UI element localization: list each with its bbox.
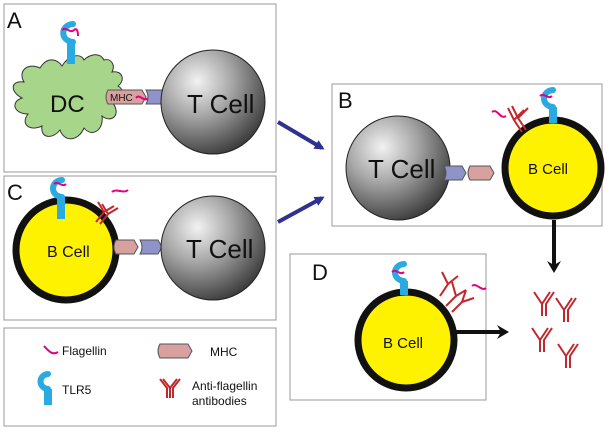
- tcr-molecule: [443, 165, 467, 181]
- tcr-molecule: [139, 239, 163, 255]
- flagellin-icon: [391, 269, 405, 275]
- legend-frame: [3, 327, 277, 427]
- antibody-icon: [95, 201, 119, 225]
- b-cell-label: B Cell: [528, 161, 568, 178]
- legend-flagellin: Flagellin: [62, 344, 107, 358]
- dendritic-cell: [12, 54, 124, 140]
- antibody-icon: [159, 378, 181, 398]
- dc-label: DC: [50, 91, 85, 118]
- flagellin-icon: [539, 93, 553, 99]
- mhc-icon: [157, 343, 193, 359]
- b-cell-label: B Cell: [383, 335, 423, 352]
- arrow-c-to-b: [277, 196, 325, 224]
- antibody-icon: [445, 281, 475, 313]
- legend-antibodies-line2: antibodies: [192, 394, 247, 408]
- t-cell-label: T Cell: [186, 234, 253, 264]
- t-cell: [160, 49, 266, 155]
- panel-d: D B Cell: [289, 253, 487, 401]
- antibody-icon: [533, 291, 555, 316]
- panel-d-letter: D: [312, 260, 328, 285]
- flagellin-icon: [53, 181, 67, 187]
- tlr5-receptor: [60, 21, 76, 64]
- legend-antibodies-line1: Anti-flagellin: [192, 379, 257, 393]
- mhc-molecule: [467, 165, 495, 181]
- tlr5-icon: [541, 87, 556, 110]
- panel-b: B T Cell B Cell: [331, 83, 605, 227]
- antibody-icon: [557, 343, 579, 368]
- flagellin-icon: [43, 345, 59, 355]
- t-cell-label: T Cell: [368, 154, 435, 184]
- mhc-label: MHC: [110, 93, 133, 104]
- tlr5-icon: [50, 177, 65, 200]
- panel-c-letter: C: [7, 180, 23, 205]
- arrow-a-to-b: [276, 120, 325, 150]
- legend: Flagellin MHC TLR5 Anti-flagellin antibo…: [3, 327, 277, 427]
- tlr5-icon: [37, 371, 52, 405]
- antibody-icon: [531, 327, 553, 352]
- tlr5-icon: [60, 21, 76, 45]
- panel-b-letter: B: [338, 88, 353, 113]
- free-antibodies: [531, 291, 579, 368]
- mhc-molecule: [113, 239, 139, 255]
- antibody-icon: [555, 297, 577, 322]
- flagellin-icon: [471, 284, 487, 290]
- b-cell-label: B Cell: [47, 244, 90, 261]
- t-cell: [160, 195, 266, 301]
- flagellin-icon: [491, 110, 507, 118]
- antibody-icon: [439, 271, 459, 297]
- flagellin-icon: [135, 95, 149, 101]
- legend-mhc: MHC: [210, 345, 238, 359]
- t-cell-label: T Cell: [187, 89, 254, 119]
- flagellin-icon: [111, 189, 129, 193]
- panel-c: C B Cell T Cell: [3, 175, 277, 321]
- tlr5-receptor: [392, 261, 408, 295]
- panel-a-letter: A: [7, 8, 22, 33]
- antibody-icon: [507, 105, 529, 133]
- flagellin-icon: [61, 27, 79, 37]
- legend-tlr5: TLR5: [62, 383, 92, 397]
- tlr5-receptor: [50, 177, 65, 219]
- tlr5-icon: [392, 261, 407, 284]
- panel-a: A DC MHC T Cell: [3, 3, 277, 173]
- tlr5-receptor: [541, 87, 557, 123]
